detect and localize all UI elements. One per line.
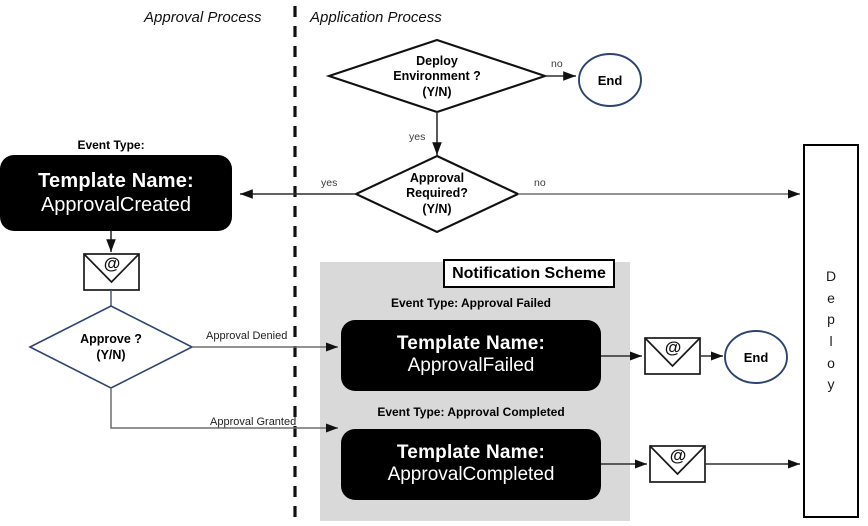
lane-title-application-process: Application Process: [310, 9, 442, 26]
approval-failed-template-value: ApprovalFailed: [407, 355, 535, 377]
approval-failed-template-label: Template Name:: [396, 333, 546, 355]
approval-completed-template-label: Template Name:: [396, 442, 546, 464]
deploy-box[interactable]: D e p l o y: [803, 144, 859, 518]
edge-label-approval-required-no: no: [534, 177, 546, 189]
envelope-icon-approval-created: [83, 253, 140, 291]
end-label-top: End: [597, 72, 623, 88]
edge-label-approval-denied: Approval Denied: [206, 330, 288, 342]
deploy-char-3: l: [829, 333, 833, 349]
end-label-middle: End: [743, 349, 769, 365]
deploy-environment-decision-label: Deploy Environment ? (Y/N): [362, 52, 512, 102]
approve-decision-label: Approve ? (Y/N): [51, 331, 171, 365]
deploy-char-4: o: [827, 354, 835, 371]
deploy-env-line-1: Deploy: [416, 53, 458, 68]
edge-label-approval-granted: Approval Granted: [210, 416, 297, 428]
approval-completed-template-value: ApprovalCompleted: [387, 464, 555, 486]
end-circle-middle: [724, 330, 788, 384]
edge-label-deploy-env-no: no: [551, 58, 563, 70]
deploy-env-line-2: Environment ?: [393, 69, 481, 84]
approval-failed-box[interactable]: Template Name: ApprovalFailed: [341, 320, 601, 391]
approve-line-2: (Y/N): [96, 348, 126, 362]
approval-created-template-label: Template Name:: [38, 169, 194, 192]
approval-created-template-value: ApprovalCreated: [40, 193, 192, 216]
deploy-env-line-3: (Y/N): [422, 84, 452, 99]
envelope-at-glyph-completed: @: [669, 446, 687, 465]
approval-created-box[interactable]: Template Name: ApprovalCreated: [0, 155, 232, 231]
edge-label-approval-required-yes: yes: [321, 177, 338, 189]
approval-required-decision-shape[interactable]: [353, 154, 521, 234]
approval-required-line-2: Required?: [406, 186, 468, 201]
envelope-at-glyph-created: @: [103, 254, 121, 273]
approval-created-caption: Event Type:: [77, 138, 145, 152]
deploy-char-2: p: [827, 311, 835, 328]
edge-label-deploy-env-yes: yes: [409, 131, 426, 143]
deploy-char-1: e: [827, 289, 835, 306]
deploy-char-5: y: [827, 376, 835, 393]
approval-required-line-1: Approval: [409, 170, 465, 185]
approve-line-1: Approve ?: [80, 332, 142, 347]
notification-scheme-title-box: Notification Scheme: [443, 259, 615, 288]
lane-title-approval-process: Approval Process: [144, 9, 262, 26]
deploy-char-0: D: [825, 267, 837, 284]
envelope-icon-approval-completed: [649, 445, 706, 483]
edge-approval-granted: [110, 388, 338, 433]
approval-failed-caption: Event Type: Approval Failed: [390, 296, 552, 310]
approval-completed-caption: Event Type: Approval Completed: [377, 405, 565, 419]
notification-scheme-title: Notification Scheme: [452, 264, 606, 282]
approval-required-decision-label: Approval Required? (Y/N): [377, 169, 497, 219]
end-circle-top: [578, 53, 642, 107]
envelope-at-glyph-failed: @: [664, 338, 682, 357]
envelope-icon-approval-failed: [644, 337, 701, 375]
approval-completed-box[interactable]: Template Name: ApprovalCompleted: [341, 429, 601, 500]
approval-required-line-3: (Y/N): [422, 201, 452, 216]
